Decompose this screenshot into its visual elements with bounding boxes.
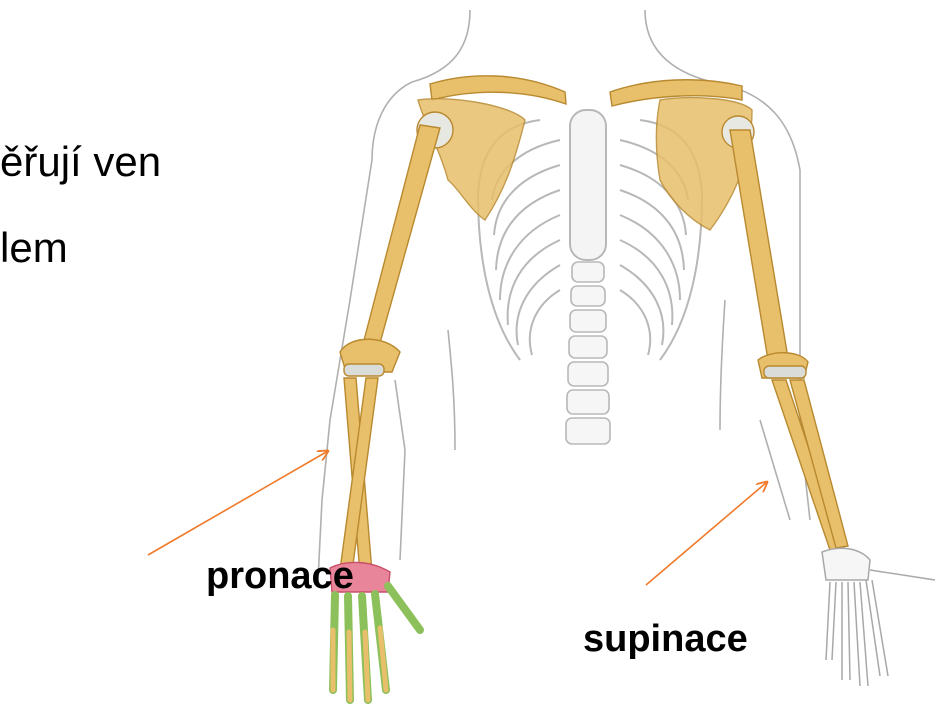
- left-hand-fingers: [333, 586, 420, 700]
- right-forearm-inner-outline: [760, 420, 790, 520]
- sternum: [570, 110, 606, 260]
- spine: [566, 262, 610, 444]
- left-humerus: [362, 125, 440, 350]
- right-humerus: [730, 130, 788, 360]
- right-torso-outline: [720, 300, 725, 430]
- supination-arrow: [646, 482, 767, 585]
- left-elbow-joint: [344, 364, 384, 376]
- right-ulna: [790, 380, 848, 548]
- left-torso-outline: [448, 330, 455, 450]
- neck-left-outline: [412, 10, 470, 82]
- right-hand-bones: [822, 548, 935, 686]
- right-elbow-joint: [764, 366, 806, 378]
- supination-label: supinace: [583, 618, 748, 661]
- left-forearm-inner-outline: [395, 380, 405, 560]
- neck-right-outline: [645, 10, 712, 82]
- pronation-label: pronace: [206, 555, 354, 598]
- left-arm-bones: [330, 112, 453, 592]
- pronation-arrow: [148, 451, 328, 555]
- right-arm-bones: [722, 116, 848, 550]
